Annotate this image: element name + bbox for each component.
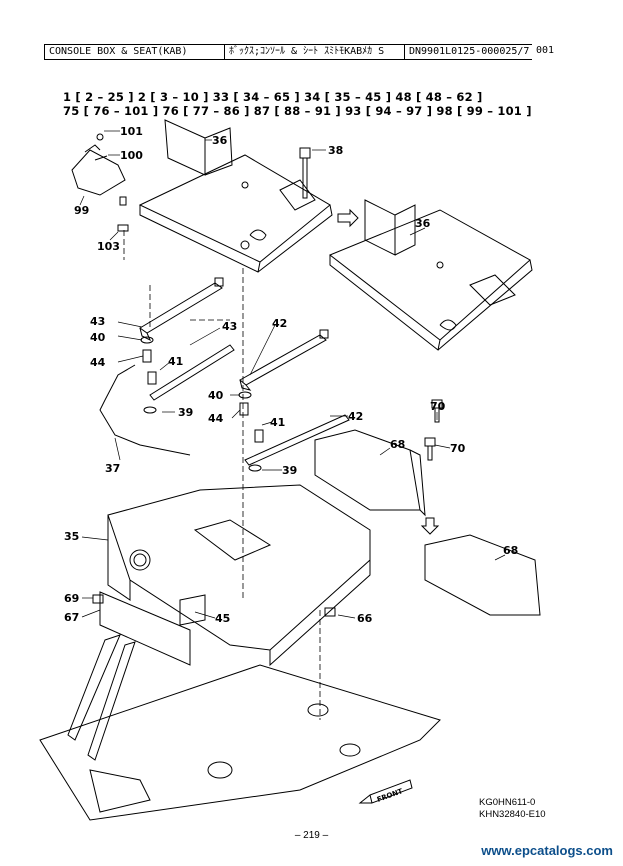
callout-label: 68	[390, 438, 405, 451]
reference-line: 75 [ 76 – 101 ] 76 [ 77 – 86 ] 87 [ 88 –…	[63, 104, 532, 118]
callout-label: 70	[430, 400, 446, 413]
callout-label: 103	[97, 240, 120, 253]
callout-label: 66	[357, 612, 373, 625]
callout-label: 36	[212, 134, 228, 147]
callout-label: 70	[450, 442, 466, 455]
callout-label: 37	[105, 462, 120, 475]
figure-codes: KG0HN611-0 KHN32840-E10	[479, 797, 546, 821]
callout-label: 40	[90, 331, 106, 344]
callout-label: 99	[74, 204, 89, 217]
callout-label: 68	[503, 544, 518, 557]
header-seq: 002	[493, 46, 512, 57]
callout-label: 100	[120, 149, 143, 162]
callout-label: 39	[282, 464, 297, 477]
watermark-link[interactable]: www.epcatalogs.com	[481, 843, 613, 858]
header-jp-title: ﾎﾞｯｸｽ;ｺﾝｿｰﾙ & ｼｰﾄ ｽﾐﾄﾓKABﾒｶ S	[224, 44, 404, 60]
reference-list: 1 [ 2 – 25 ] 2 [ 3 – 10 ] 33 [ 34 – 65 ]…	[63, 90, 532, 118]
callout-label: 44	[90, 356, 106, 369]
header-doc-no: DN9901L0125-00	[409, 46, 494, 57]
header-doc-cell: DN9901L0125-00 002 5/7	[404, 44, 532, 60]
callout-label: 35	[64, 530, 79, 543]
header-title: CONSOLE BOX & SEAT(KAB)	[44, 44, 224, 60]
header-table: CONSOLE BOX & SEAT(KAB) ﾎﾞｯｸｽ;ｺﾝｿｰﾙ & ｼｰ…	[44, 44, 569, 60]
callout-label: 36	[415, 217, 431, 230]
callout-label: 45	[215, 612, 230, 625]
callout-label: 42	[348, 410, 363, 423]
callout-label: 43	[90, 315, 105, 328]
callout-label: 39	[178, 406, 193, 419]
header-page-frac: 5/7	[511, 46, 530, 57]
callout-label: 42	[272, 317, 287, 330]
callout-label: 40	[208, 389, 224, 402]
page-number: – 219 –	[294, 830, 329, 841]
callout-label: 67	[64, 611, 79, 624]
callout-label: 41	[168, 355, 183, 368]
callout-label: 101	[120, 125, 143, 138]
reference-line: 1 [ 2 – 25 ] 2 [ 3 – 10 ] 33 [ 34 – 65 ]…	[63, 90, 483, 104]
figure-code: KG0HN611-0	[479, 797, 536, 808]
callout-label: 44	[208, 412, 224, 425]
callout-label: 41	[270, 416, 285, 429]
header-section: 001	[536, 45, 555, 56]
callout-label: 43	[222, 320, 237, 333]
figure-code: KHN32840-E10	[479, 809, 546, 820]
callout-label: 69	[64, 592, 79, 605]
callout-label: 38	[328, 144, 343, 157]
front-label: FRONT	[376, 787, 404, 804]
